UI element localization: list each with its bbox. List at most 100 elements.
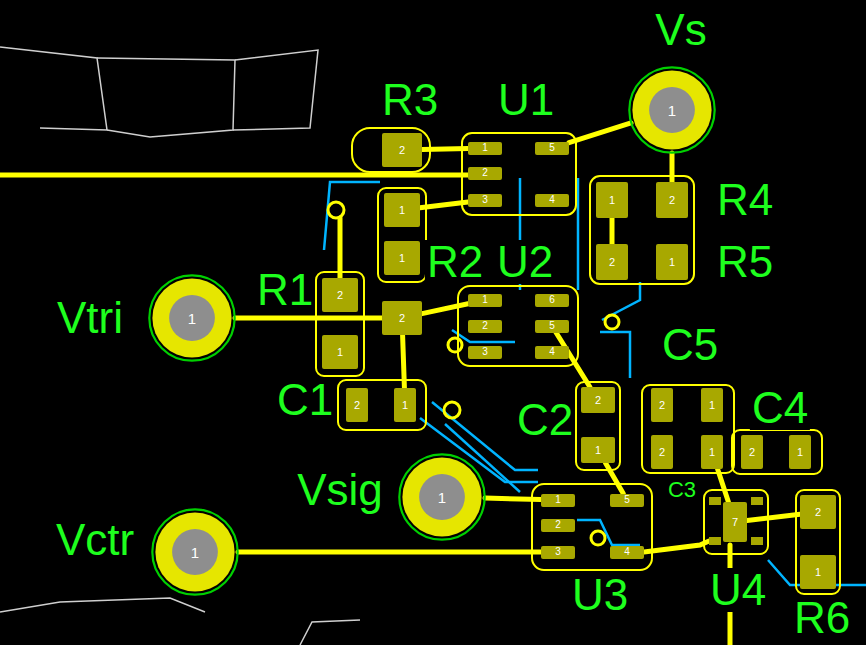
smd-pad: 1 (394, 388, 416, 422)
ic-pin-pad: 4 (610, 546, 644, 559)
drill-hole (649, 87, 695, 133)
ic-pin-pad: 5 (535, 142, 569, 155)
pad-number: 1 (399, 205, 405, 216)
smd-pad: 2 (581, 387, 615, 413)
pad-number: 2 (482, 168, 488, 178)
test-point: 1 (398, 453, 486, 541)
copper-trace (422, 304, 468, 314)
copper-trace (420, 202, 468, 208)
smd-pad: 2 (382, 301, 422, 335)
pad-number: 1 (188, 311, 196, 326)
smd-pad: 2 (346, 388, 368, 422)
pad-number: 1 (191, 545, 199, 560)
ic-pin-pad: 1 (541, 494, 575, 507)
smd-pad: 2 (651, 388, 673, 422)
copper-trace (610, 218, 615, 244)
smd-pad: 2 (800, 495, 836, 529)
reference-designator: R3 (380, 78, 440, 122)
silkscreen-outline (316, 128, 840, 594)
pad-number: 2 (659, 400, 665, 411)
ic-pin-pad: 4 (535, 346, 569, 359)
reference-designator: C5 (660, 323, 720, 367)
pad-number: 1 (669, 257, 675, 268)
smd-pad: 1 (596, 182, 628, 218)
smd-pad: 1 (701, 435, 723, 469)
ic-pin-pad: 5 (610, 494, 644, 507)
reference-designator: R5 (715, 240, 775, 284)
ic-pin-pad: 2 (541, 519, 575, 532)
smd-pad: 1 (656, 244, 688, 280)
pad-clearance (149, 275, 234, 360)
reference-designator: Vctr (54, 518, 136, 562)
pad-number: 1 (609, 195, 615, 206)
pad-number: 2 (815, 507, 821, 518)
reference-designator: U4 (708, 568, 768, 612)
reference-designator: Vtri (55, 296, 125, 340)
test-point: 1 (151, 508, 239, 596)
pad-number: 2 (482, 321, 488, 331)
reference-designator: C3 (666, 479, 698, 501)
smd-pad: 1 (384, 241, 420, 275)
copper-trace (747, 514, 800, 520)
reference-designator: Vs (653, 8, 708, 52)
board-outline (0, 47, 360, 645)
smd-pad: 1 (800, 555, 836, 589)
reference-designator: U1 (496, 78, 556, 122)
pad-number: 1 (709, 447, 715, 458)
copper-trace (403, 335, 405, 388)
smd-pad: 2 (741, 435, 763, 469)
pad-number: 2 (354, 400, 360, 411)
smd-pad: 1 (789, 435, 811, 469)
pad-number: 2 (555, 520, 561, 530)
reference-designator: C2 (515, 398, 575, 442)
smd-pad: 7 (723, 502, 747, 542)
pad-number: 4 (549, 195, 555, 205)
copper-trace (235, 316, 382, 321)
pad-copper (152, 278, 231, 357)
pad-number: 1 (709, 400, 715, 411)
pad-number: 1 (402, 400, 408, 411)
copper-trace (569, 123, 631, 143)
reference-designator: C1 (275, 378, 335, 422)
reference-designator: U3 (570, 573, 630, 617)
pad-number: 4 (549, 347, 555, 357)
pad-number: 5 (549, 143, 555, 153)
smd-pad: 2 (656, 182, 688, 218)
pad-number: 1 (595, 445, 601, 456)
smd-pad: 2 (322, 278, 358, 312)
copper-trace (718, 469, 729, 502)
copper-trace (606, 463, 624, 494)
test-point: 1 (628, 66, 716, 154)
pad-clearance (399, 454, 484, 539)
copper-trace (485, 498, 541, 499)
reference-designator: R2 (425, 240, 485, 284)
pad-number: 1 (668, 103, 676, 118)
smd-pad: 1 (701, 388, 723, 422)
drill-hole (169, 295, 215, 341)
pad-clearance (629, 67, 714, 152)
smd-pad: 1 (384, 193, 420, 227)
pad-number: 2 (399, 313, 405, 324)
reference-designator: Vsig (295, 468, 385, 512)
pad-number: 2 (399, 145, 405, 156)
copper-trace (556, 333, 590, 388)
pad-clearance (152, 509, 237, 594)
drill-hole (172, 529, 218, 575)
ic-pin-pad: 1 (468, 294, 502, 307)
pad-number: 2 (669, 195, 675, 206)
pad-number: 5 (549, 321, 555, 331)
ic-pin-pad: 3 (468, 194, 502, 207)
smd-pad: 1 (581, 437, 615, 463)
pad-number: 1 (815, 567, 821, 578)
pad-number: 6 (549, 295, 555, 305)
reference-designator: R1 (255, 268, 315, 312)
pad-number: 2 (609, 257, 615, 268)
pad-number: 1 (482, 295, 488, 305)
drill-hole (419, 474, 465, 520)
smd-pad: 2 (382, 133, 422, 167)
pad-number: 1 (555, 495, 561, 505)
ic-pin-pad: 4 (535, 194, 569, 207)
copper-trace (670, 153, 675, 182)
pad-number: 1 (337, 347, 343, 358)
